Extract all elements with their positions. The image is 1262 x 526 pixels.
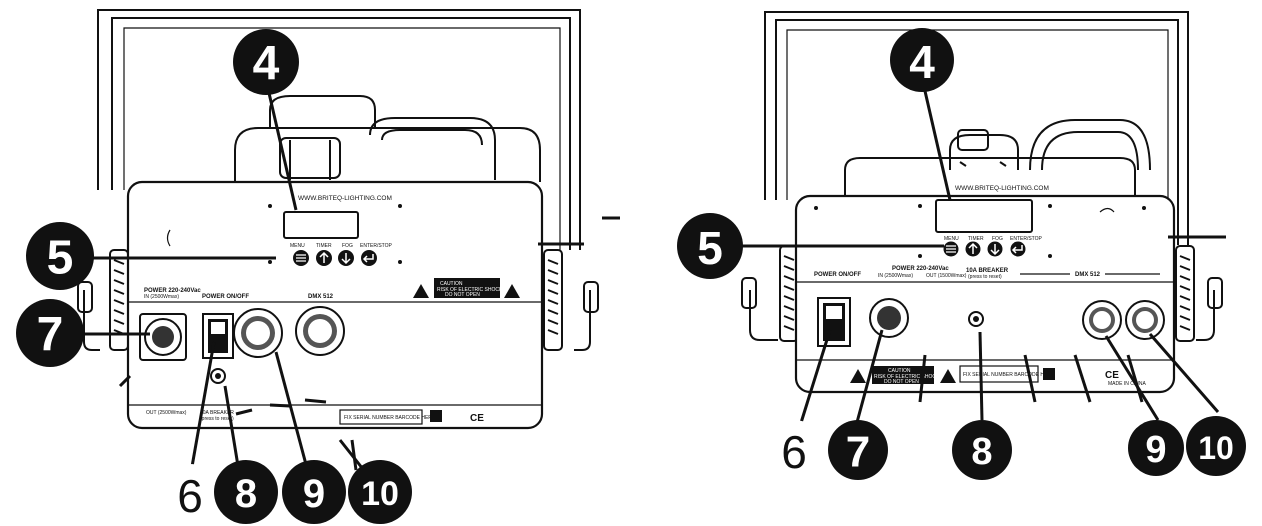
left-dmx-out bbox=[295, 306, 345, 356]
right-callout-4: 4 bbox=[890, 28, 954, 92]
right-url: WWW.BRITEQ-LIGHTING.COM bbox=[955, 185, 1049, 192]
left-callout-5: 5 bbox=[26, 222, 94, 290]
svg-text:(press to reset): (press to reset) bbox=[968, 274, 1002, 280]
svg-text:CE: CE bbox=[1105, 370, 1119, 381]
svg-text:8: 8 bbox=[971, 431, 992, 473]
svg-text:4: 4 bbox=[253, 38, 280, 91]
left-callout-7: 7 bbox=[16, 299, 84, 367]
left-side-clamps bbox=[77, 249, 599, 351]
right-dmx-in bbox=[1082, 300, 1122, 340]
left-bracket-inner bbox=[123, 27, 561, 250]
svg-text:DO NOT OPEN: DO NOT OPEN bbox=[884, 379, 919, 385]
svg-text:9: 9 bbox=[303, 472, 325, 516]
right-buttons: MENU TIMER FOG ENTER/STOP bbox=[943, 236, 1043, 257]
callouts: 4 5 7 6 8 9 10 4 bbox=[16, 28, 1246, 524]
right-power-in bbox=[869, 298, 909, 338]
right-callout-10: 10 bbox=[1186, 416, 1246, 476]
svg-text:5: 5 bbox=[47, 232, 74, 285]
left-callout-10: 10 bbox=[348, 460, 412, 524]
enter-button bbox=[361, 250, 377, 266]
svg-text:10: 10 bbox=[361, 475, 399, 513]
left-bracket bbox=[97, 9, 581, 250]
svg-text:POWER 220-240Vac: POWER 220-240Vac bbox=[892, 266, 949, 272]
left-power-in bbox=[139, 313, 187, 361]
svg-text:TIMER: TIMER bbox=[968, 236, 984, 242]
svg-text:IN (2500Wmax): IN (2500Wmax) bbox=[144, 294, 179, 300]
left-panel bbox=[126, 180, 544, 430]
right-panel bbox=[794, 194, 1176, 394]
right-display bbox=[935, 199, 1033, 233]
svg-text:6: 6 bbox=[177, 470, 203, 522]
svg-text:MADE IN CHINA: MADE IN CHINA bbox=[1108, 381, 1146, 387]
left-dmx-in bbox=[233, 308, 283, 358]
svg-text:10A BREAKER: 10A BREAKER bbox=[200, 410, 234, 416]
left-url: WWW.BRITEQ-LIGHTING.COM bbox=[298, 195, 392, 202]
svg-text:TIMER: TIMER bbox=[316, 243, 332, 249]
left-power-switch bbox=[202, 313, 234, 359]
svg-text:ENTER/STOP: ENTER/STOP bbox=[360, 243, 393, 249]
left-buttons: MENU TIMER FOG ENTER/STOP bbox=[290, 243, 393, 266]
svg-text:OUT (2500Wmax): OUT (2500Wmax) bbox=[146, 410, 187, 416]
svg-text:ENTER/STOP: ENTER/STOP bbox=[1010, 236, 1043, 242]
right-callout-5: 5 bbox=[677, 213, 743, 279]
svg-text:FIX SERIAL NUMBER BARCODE HERE: FIX SERIAL NUMBER BARCODE HERE bbox=[344, 415, 436, 421]
right-bracket bbox=[764, 11, 1189, 245]
leader-lines bbox=[72, 77, 1226, 479]
svg-text:FOG: FOG bbox=[342, 243, 353, 249]
svg-text:RISK OF ELECTRIC SHOCK: RISK OF ELECTRIC SHOCK bbox=[874, 374, 940, 380]
left-callout-6: 6 bbox=[160, 464, 220, 524]
left-callout-8: 8 bbox=[214, 460, 278, 524]
left-callout-9: 9 bbox=[282, 460, 346, 524]
svg-text:DO NOT OPEN: DO NOT OPEN bbox=[445, 292, 480, 298]
svg-text:FIX SERIAL NUMBER BARCODE HERE: FIX SERIAL NUMBER BARCODE HERE bbox=[963, 372, 1055, 378]
svg-text:MENU: MENU bbox=[290, 243, 305, 249]
right-caution: CAUTION RISK OF ELECTRIC SHOCK DO NOT OP… bbox=[850, 366, 956, 385]
svg-text:5: 5 bbox=[697, 222, 723, 274]
svg-text:MENU: MENU bbox=[944, 236, 959, 242]
svg-text:RISK OF ELECTRIC SHOCK: RISK OF ELECTRIC SHOCK bbox=[437, 287, 503, 293]
right-callout-9: 9 bbox=[1128, 420, 1184, 476]
svg-text:DMX 512: DMX 512 bbox=[308, 294, 334, 300]
svg-text:7: 7 bbox=[846, 428, 870, 477]
svg-text:4: 4 bbox=[909, 36, 935, 88]
svg-text:FOG: FOG bbox=[992, 236, 1003, 242]
right-dmx-out bbox=[1125, 300, 1165, 340]
right-callout-7: 7 bbox=[828, 420, 888, 480]
svg-text:CAUTION: CAUTION bbox=[440, 281, 463, 287]
svg-text:DMX 512: DMX 512 bbox=[1075, 272, 1101, 278]
left-breaker bbox=[210, 368, 226, 384]
right-callout-8: 8 bbox=[952, 420, 1012, 480]
enter-button bbox=[1010, 241, 1026, 257]
svg-text:POWER ON/OFF: POWER ON/OFF bbox=[202, 294, 249, 300]
svg-text:6: 6 bbox=[781, 426, 807, 478]
svg-text:CE: CE bbox=[470, 413, 484, 424]
svg-text:7: 7 bbox=[37, 309, 64, 362]
left-display bbox=[283, 211, 359, 239]
left-caution: CAUTION RISK OF ELECTRIC SHOCK DO NOT OP… bbox=[413, 278, 520, 298]
svg-text:9: 9 bbox=[1145, 429, 1166, 471]
right-breaker bbox=[968, 311, 984, 327]
svg-text:10: 10 bbox=[1198, 430, 1234, 466]
right-tank bbox=[844, 119, 1151, 200]
svg-text:CAUTION: CAUTION bbox=[888, 368, 911, 374]
svg-text:OUT (1500Wmax): OUT (1500Wmax) bbox=[926, 273, 967, 279]
right-callout-6: 6 bbox=[764, 420, 824, 480]
left-unit: WWW.BRITEQ-LIGHTING.COM MENU TIMER FOG E… bbox=[77, 9, 599, 430]
svg-text:IN (2500Wmax): IN (2500Wmax) bbox=[878, 273, 913, 279]
svg-text:POWER ON/OFF: POWER ON/OFF bbox=[814, 272, 861, 278]
svg-text:10A BREAKER: 10A BREAKER bbox=[966, 268, 1009, 274]
svg-text:(press to reset): (press to reset) bbox=[200, 416, 234, 422]
svg-text:POWER 220-240Vac: POWER 220-240Vac bbox=[144, 288, 201, 294]
right-power-switch bbox=[817, 297, 851, 347]
svg-text:8: 8 bbox=[235, 472, 257, 516]
left-callout-4: 4 bbox=[233, 29, 299, 95]
